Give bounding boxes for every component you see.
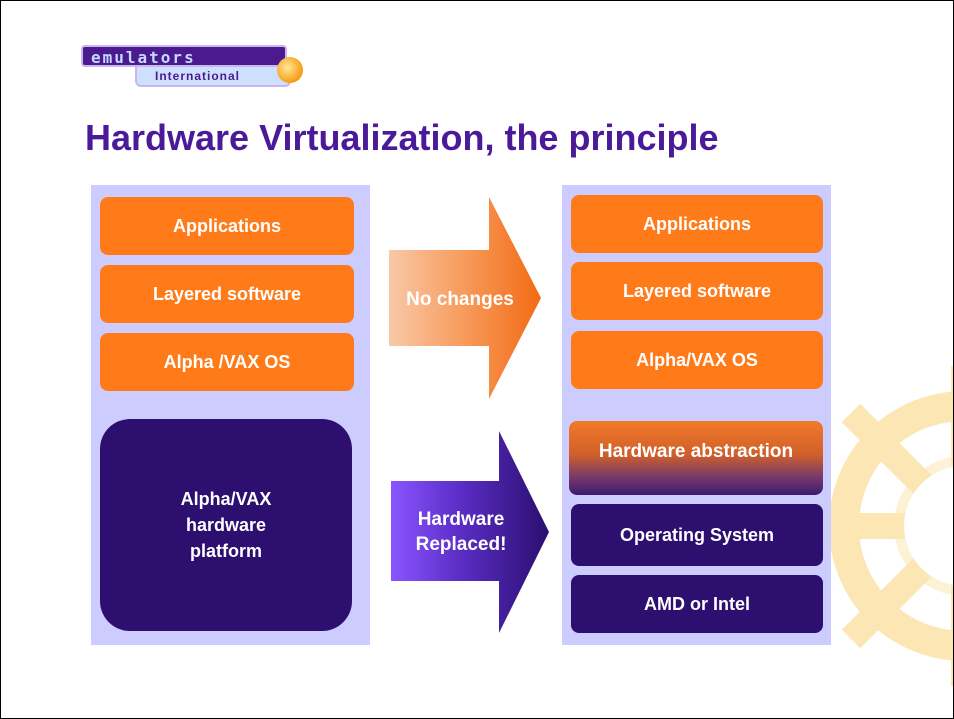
hardware-replaced-arrow (391, 431, 549, 633)
platform-line-3: platform (190, 541, 262, 561)
left-os-block: Alpha /VAX OS (100, 333, 354, 391)
slide-title: Hardware Virtualization, the principle (85, 117, 719, 158)
left-hardware-platform-block: Alpha/VAX hardware platform (100, 419, 352, 631)
hardware-abstraction-block: Hardware abstraction (569, 421, 823, 495)
gear-watermark-icon (804, 366, 953, 686)
right-os-block: Alpha/VAX OS (571, 331, 823, 389)
company-logo: emulators International (81, 45, 317, 91)
no-changes-arrow (389, 197, 541, 399)
operating-system-block: Operating System (571, 504, 823, 566)
right-layered-software-block: Layered software (571, 262, 823, 320)
left-layered-software-block: Layered software (100, 265, 354, 323)
right-applications-block: Applications (571, 195, 823, 253)
hardware-replaced-label: Hardware Replaced! (393, 507, 529, 557)
sun-icon (277, 57, 303, 83)
logo-subtitle-bar: International (135, 67, 291, 87)
hardware-replaced-line-2: Replaced! (415, 534, 507, 555)
no-changes-label: No changes (406, 289, 514, 310)
logo-wordmark: emulators (91, 48, 196, 67)
right-stack-panel (562, 185, 831, 645)
logo-subtitle: International (155, 69, 241, 83)
hardware-replaced-line-1: Hardware (417, 509, 505, 530)
amd-or-intel-block: AMD or Intel (571, 575, 823, 633)
left-applications-block: Applications (100, 197, 354, 255)
platform-line-1: Alpha/VAX (180, 489, 272, 509)
logo-wordmark-bar: emulators (81, 45, 287, 67)
platform-line-2: hardware (185, 515, 267, 535)
